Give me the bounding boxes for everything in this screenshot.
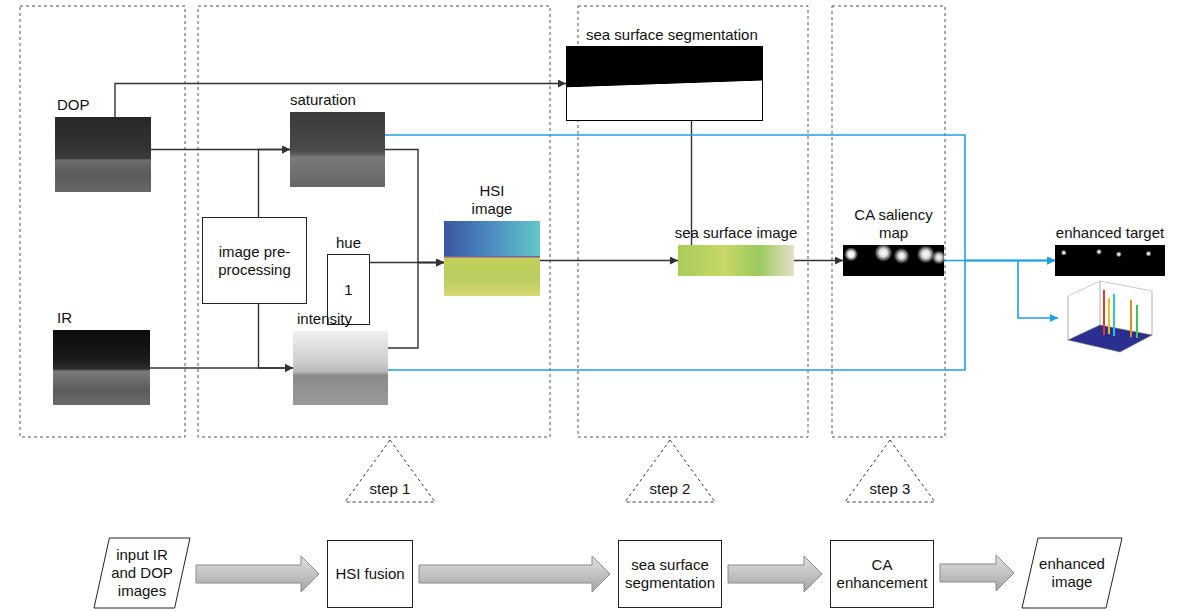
triangle-outline [625,440,715,502]
node-label: 1 [344,281,352,299]
node-label: CA enhancement [835,556,929,592]
io-parallelogram: enhanced image [1022,538,1122,608]
node-label: saturation [290,91,356,109]
node-label: IR [57,309,72,327]
parallelogram-outline [1022,538,1122,608]
step-triangle: step 2 [625,440,715,502]
node-label: HSI fusion [335,565,404,583]
process-box: CA enhancement [830,540,934,608]
plot-axis [1068,281,1152,296]
flow-arrow [196,556,319,592]
node-label: step 1 [370,480,411,498]
node-label: DOP [57,96,90,114]
connector-arrow [385,150,444,263]
node-label: step 2 [650,480,691,498]
step-triangle: step 3 [845,440,935,502]
plot-axis [1068,296,1069,340]
connector-arrow [944,260,1055,262]
dashed-panel [20,6,185,437]
process-box: image pre-processing [202,217,307,304]
dashed-panel [198,6,550,437]
image-panel: enhanced target [1055,245,1165,276]
node-label: hue [336,234,361,252]
image-panel: saturation [290,112,385,187]
node-label: input IR and DOP images [109,546,175,600]
process-box: HSI fusion [327,540,413,608]
branch-arrow [1018,261,1058,319]
triangle-outline [345,440,435,502]
flow-arrow [940,555,1014,591]
node-label: sea surface segmentation [623,556,717,592]
image-panel: HSI image [444,221,540,296]
plot-peak [1130,300,1132,337]
node-label: CA saliency map [844,206,944,242]
node-label: sea surface segmentation [586,26,758,44]
image-panel: CA saliency map [843,245,944,276]
connector-arrow [540,260,678,261]
triangle-outline [845,440,935,502]
node-label: enhanced image [1037,555,1107,591]
process-box: sea surface segmentation [618,540,722,608]
image-panel: IR [53,330,150,405]
plot-peak [1113,294,1115,336]
flow-arrow [728,556,822,592]
image-panel: sea surface segmentation [566,46,763,121]
step-triangle: step 1 [345,440,435,502]
node-label: HSI image [467,182,517,218]
flow-arrow [419,556,610,592]
io-parallelogram: input IR and DOP images [94,538,190,608]
plot-axis [1100,281,1101,325]
image-panel: DOP [55,117,151,192]
node-label: enhanced target [1056,224,1164,242]
connector-arrow [259,150,291,218]
connector-group [115,84,1055,593]
node-label: intensity [297,310,352,328]
node-label: sea surface image [675,224,798,242]
connector-arrow [794,260,843,261]
plot-peak [1108,298,1110,334]
surface-plot [1068,281,1152,352]
plot-peak [1103,290,1105,335]
plot-peak [1136,305,1138,338]
plot-axis [1152,291,1153,335]
connector-arrow [388,263,444,349]
parallelogram-outline [94,538,190,608]
dashed-panel [832,6,945,437]
node-label: image pre-processing [207,243,302,279]
image-panel: intensity [293,331,388,405]
connector-arrow [259,304,294,368]
node-label: step 3 [870,480,911,498]
image-panel: sea surface image [678,245,794,276]
